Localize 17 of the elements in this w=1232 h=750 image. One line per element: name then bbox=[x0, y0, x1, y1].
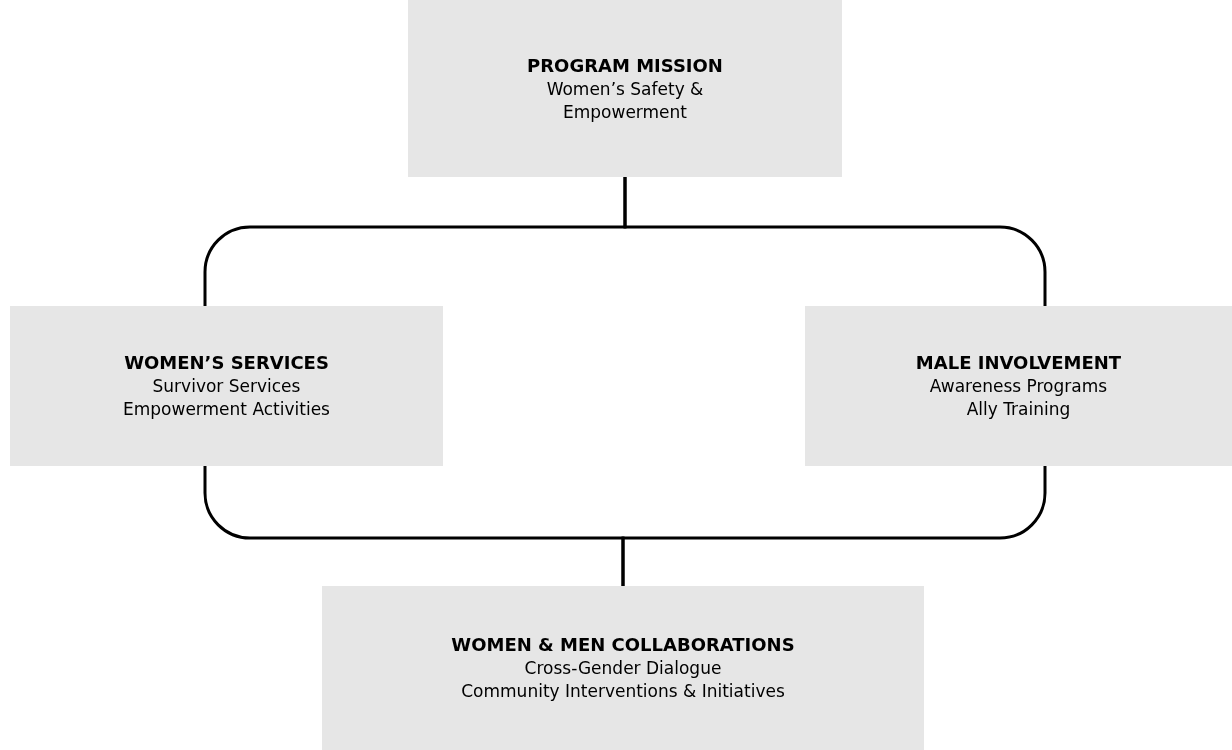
program-box bbox=[10, 306, 443, 466]
connector-line bbox=[623, 177, 1047, 306]
box-text: Community Interventions & Initiatives bbox=[461, 680, 785, 703]
box-heading: PROGRAM MISSION bbox=[527, 53, 723, 78]
box-text: Women’s Safety & Empowerment bbox=[545, 77, 705, 124]
box-text: Empowerment Activities bbox=[123, 398, 330, 421]
box-heading: WOMEN’S SERVICES bbox=[124, 351, 329, 375]
program-box bbox=[322, 586, 924, 750]
box-text: Ally Training bbox=[966, 398, 1071, 421]
box-text: Cross-Gender Dialogue bbox=[524, 657, 722, 680]
connector-line bbox=[621, 466, 1047, 586]
box-text: Awareness Programs bbox=[929, 375, 1108, 398]
box-heading: WOMEN & MEN COLLABORATIONS bbox=[451, 633, 795, 657]
program-box bbox=[408, 0, 842, 177]
program-box bbox=[805, 306, 1232, 466]
box-text: Survivor Services bbox=[152, 375, 301, 398]
box-heading: MALE INVOLVEMENT bbox=[915, 351, 1122, 375]
